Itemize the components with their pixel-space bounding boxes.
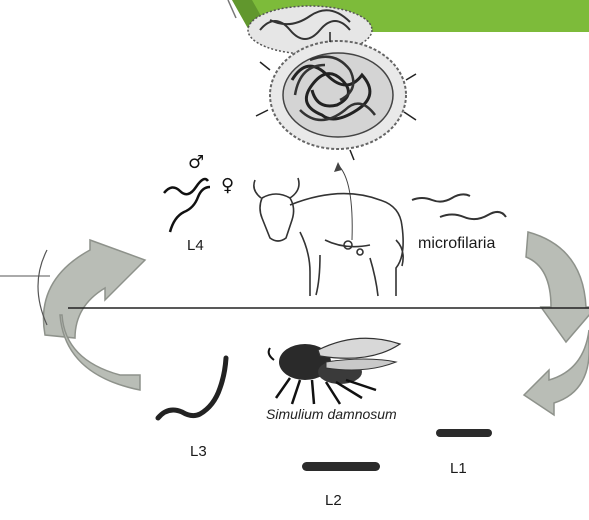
- cow-host-icon: [254, 178, 403, 296]
- microfilaria-icon: [412, 194, 506, 219]
- label-l4: L4: [187, 237, 204, 254]
- nodule-arrow: [334, 162, 352, 240]
- cycle-arrows: [0, 232, 589, 415]
- female-symbol: ♀: [221, 175, 234, 196]
- label-microfilaria: microfilaria: [418, 235, 495, 253]
- arrow-microfilaria-down: [526, 232, 589, 342]
- label-l1: L1: [450, 460, 467, 477]
- label-l2: L2: [325, 492, 342, 509]
- l2-larva-icon: [302, 462, 380, 471]
- adult-worms-icon: [164, 179, 210, 232]
- arrow-l3-to-l4: [43, 240, 145, 338]
- arrow-to-fly: [524, 330, 589, 415]
- label-vector-species: Simulium damnosum: [266, 406, 397, 422]
- l1-larva-icon: [436, 429, 492, 437]
- label-l3: L3: [190, 443, 207, 460]
- male-symbol: ♂: [188, 152, 204, 173]
- blackfly-icon: [269, 338, 400, 404]
- l3-larva-icon: [158, 358, 226, 418]
